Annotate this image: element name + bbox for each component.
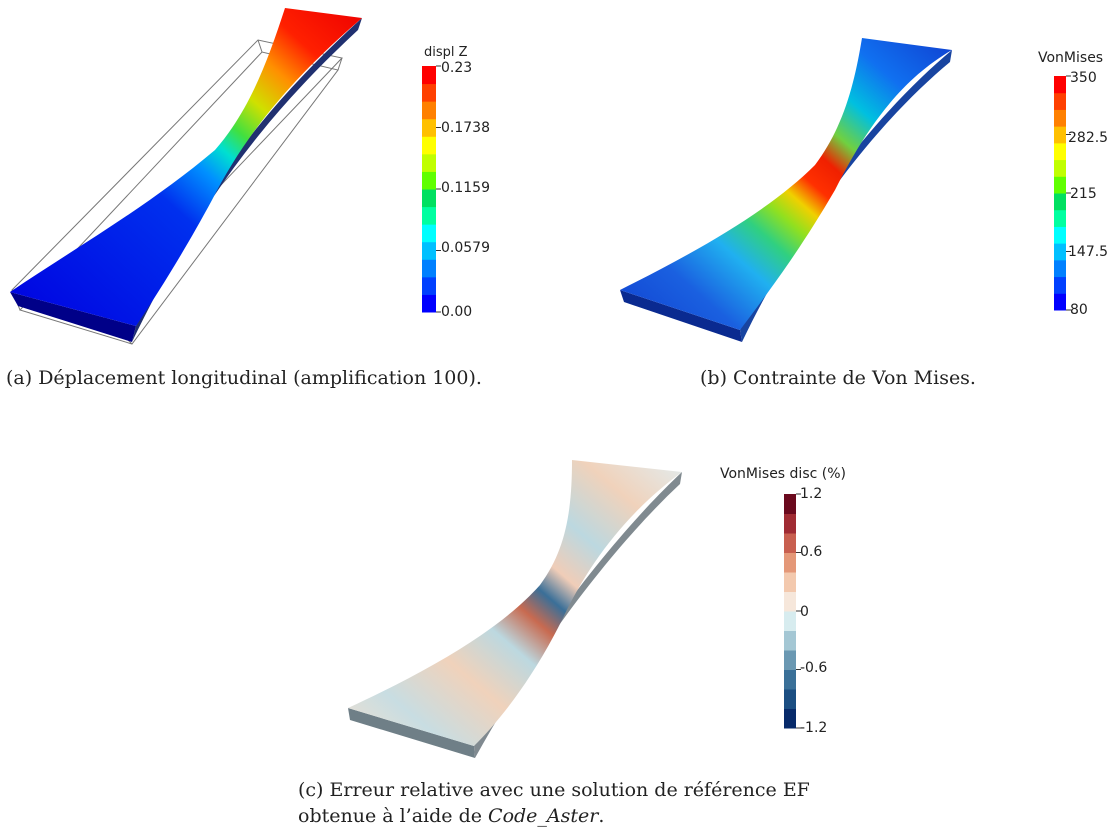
colorbar-a-tick: 0.1159 [441,180,490,196]
colorbar-swatch [422,136,436,155]
specimen-side [620,290,742,342]
colorbar-c-tick: -0.6 [800,660,827,676]
colorbar-swatch [784,494,796,514]
caption-b: (b) Contrainte de Von Mises. [700,367,976,389]
colorbar-a-tick: 0.23 [441,60,472,76]
colorbar-swatch [422,259,436,278]
caption-a: (a) Déplacement longitudinal (amplificat… [6,367,482,389]
colorbar-b-tick: 147.5 [1068,244,1108,260]
specimen-surface [620,38,952,330]
colorbar-swatch [1054,159,1066,177]
colorbar-swatch [422,241,436,260]
colorbar-b [1054,75,1071,311]
colorbar-a-tick: 0.1738 [441,120,490,136]
colorbar-swatch [422,294,436,313]
colorbar-c-tick: 0.6 [800,544,822,560]
caption-c-line1: (c) Erreur relative avec une solution de… [298,779,810,801]
colorbar-swatch [422,171,436,190]
colorbar-swatch [784,552,796,573]
panel-a: displ Z 0.23 0.1738 0.1159 0.0579 0.00 [0,0,540,350]
specimen-surface [348,460,682,746]
panel-b: VonMises 350 282.5 215 147.5 80 [600,0,1116,350]
colorbar-swatch [784,572,796,592]
colorbar-swatch [1054,259,1066,278]
colorbar-swatch [1054,193,1066,211]
colorbar-swatch [422,189,436,208]
caption-c-text: obtenue à l’aide de [298,805,489,827]
colorbar-swatch [422,83,436,102]
colorbar-swatch [1054,76,1066,94]
colorbar-swatch [1054,109,1066,127]
mesh-error-plot: VonMises disc (%) 1.2 0.6 0 -0.6 -1.2 [348,460,846,758]
colorbar-swatch [1054,276,1066,294]
colorbar-swatch [1054,209,1066,227]
colorbar-swatch [422,66,436,85]
colorbar-swatch [422,206,436,225]
colorbar-swatch [1054,92,1066,110]
colorbar-swatch [1054,176,1066,194]
caption-c-software: Code_Aster [488,805,599,827]
panel-c: VonMises disc (%) 1.2 0.6 0 -0.6 -1.2 [300,440,900,770]
colorbar-c-title: VonMises disc (%) [720,466,846,482]
colorbar-a-tick: 0.0579 [441,240,490,256]
mesh-displacement-plot: displ Z 0.23 0.1738 0.1159 0.0579 0.00 [10,8,490,345]
colorbar-swatch [1054,243,1066,261]
colorbar-swatch [422,153,436,172]
colorbar-c [784,493,801,729]
colorbar-swatch [422,276,436,295]
colorbar-swatch [422,101,436,120]
mesh-vonmises-plot: VonMises 350 282.5 215 147.5 80 [620,38,1108,342]
colorbar-swatch [784,630,796,651]
colorbar-a-tick: 0.00 [441,304,472,320]
specimen-side [10,292,136,342]
colorbar-a-title: displ Z [424,45,468,60]
colorbar-swatch [784,533,796,553]
colorbar-c-tick: 0 [800,604,809,620]
colorbar-b-tick: 215 [1070,186,1097,202]
colorbar-swatch [422,118,436,137]
colorbar-swatch [784,591,796,612]
colorbar-b-tick: 350 [1070,70,1097,86]
colorbar-swatch [784,689,796,709]
colorbar-swatch [784,669,796,690]
specimen-side [348,708,475,758]
colorbar-swatch [1054,142,1066,161]
colorbar-c-tick: 1.2 [800,486,822,502]
caption-c-period: . [598,805,605,827]
colorbar-c-tick: -1.2 [800,720,827,736]
specimen-surface [10,8,362,326]
colorbar-b-title: VonMises [1038,50,1103,66]
colorbar-a [422,65,441,313]
colorbar-b-tick: 282.5 [1068,130,1108,146]
colorbar-swatch [1054,226,1066,244]
colorbar-swatch [784,650,796,670]
colorbar-swatch [784,708,796,729]
colorbar-swatch [784,513,796,534]
colorbar-swatch [1054,293,1066,311]
colorbar-b-tick: 80 [1070,302,1088,318]
colorbar-swatch [1054,126,1066,144]
colorbar-swatch [422,224,436,243]
caption-c-line2: obtenue à l’aide de Code_Aster. [298,802,604,830]
colorbar-swatch [784,611,796,631]
